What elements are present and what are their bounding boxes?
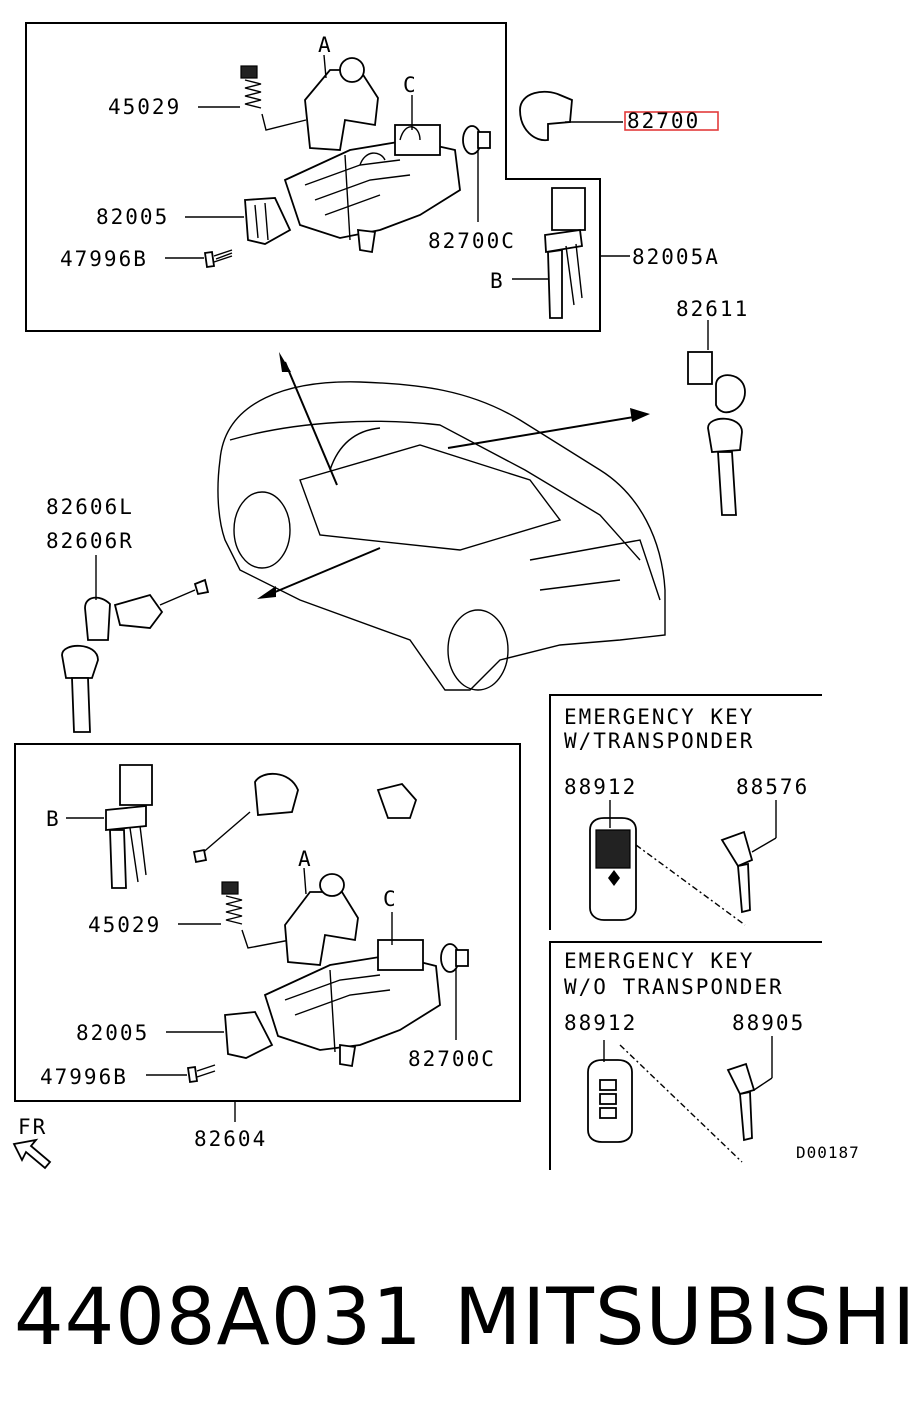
key-ring-82700c-top-icon (462, 125, 491, 222)
label-b-bottom: B (46, 807, 61, 831)
cylinder-82611-icon (687, 320, 746, 516)
label-82005-bottom: 82005 (76, 1021, 149, 1045)
label-88576: 88576 (736, 775, 809, 799)
label-47996b-bottom: 47996B (40, 1065, 128, 1089)
screw-47996b-top-icon (165, 249, 233, 269)
door-cylinder-82606-icon (61, 555, 210, 733)
screw-47996b-bottom-icon (146, 1064, 216, 1084)
key-cap-82700-icon (519, 90, 623, 142)
emergency-key-with-panel (549, 694, 822, 930)
diagram-code: D00187 (796, 1143, 860, 1162)
emergency-key-without-title-2: W/O TRANSPONDER (564, 975, 784, 999)
key-set-82005a-icon (512, 187, 630, 319)
label-82606l: 82606L (46, 495, 134, 519)
label-a-bottom: A (298, 847, 313, 871)
brand-name: MITSUBISHI (454, 1273, 909, 1363)
steering-lock-body-bottom-icon (263, 912, 441, 1068)
label-82005a: 82005A (632, 245, 720, 269)
highlight-box-82700 (624, 111, 719, 131)
door-cylinder-bottom-icon (192, 773, 299, 864)
pointer-arrows (257, 352, 650, 599)
vehicle-outline-icon (217, 381, 666, 691)
label-45029-bottom: 45029 (88, 913, 161, 937)
fob-88912-without-icon (587, 1040, 743, 1163)
lock-housing-a-bottom-icon (284, 867, 359, 966)
emergency-key-without-title-1: EMERGENCY KEY (564, 949, 754, 973)
ignition-switch-82005-bottom-icon (166, 1011, 274, 1059)
key-88905-icon (726, 1036, 773, 1142)
bottom-assembly-box (14, 743, 521, 1102)
small-switch-bottom-icon (376, 782, 418, 819)
lock-housing-a-top-icon (304, 54, 379, 151)
steering-lock-body-top-icon (283, 95, 461, 254)
label-88905: 88905 (732, 1011, 805, 1035)
label-88912-without: 88912 (564, 1011, 637, 1035)
label-82606r: 82606R (46, 529, 134, 553)
fob-88912-with-icon (589, 800, 746, 926)
ignition-switch-82005-top-icon (185, 197, 292, 245)
label-82700c-top: 82700C (428, 229, 516, 253)
top-assembly-box (25, 22, 601, 332)
emergency-key-with-title-2: W/TRANSPONDER (564, 729, 754, 753)
label-a-top: A (318, 33, 333, 57)
footer: 4408A031 MITSUBISHI (0, 1268, 909, 1368)
label-45029-top: 45029 (108, 95, 181, 119)
emergency-key-without-panel (549, 941, 822, 1170)
label-82005-top: 82005 (96, 205, 169, 229)
label-47996b-top: 47996B (60, 247, 148, 271)
front-arrow-icon (12, 1138, 52, 1170)
key-ring-82700c-bottom-icon (440, 943, 469, 1040)
label-82604: 82604 (194, 1127, 267, 1151)
emergency-key-with-title-1: EMERGENCY KEY (564, 705, 754, 729)
parts-diagram: 45029 A C 82005 47996B 82700C 82700 8200… (12, 22, 860, 1170)
label-fr: FR (18, 1115, 47, 1139)
label-88912-with: 88912 (564, 775, 637, 799)
label-c-top: C (403, 73, 418, 97)
label-82611: 82611 (676, 297, 749, 321)
key-set-b-bottom-icon (66, 764, 153, 889)
spring-45029-top-icon (198, 65, 307, 131)
part-number: 4408A031 (14, 1273, 423, 1363)
label-82700c-bottom: 82700C (408, 1047, 496, 1071)
spring-45029-bottom-icon (178, 881, 291, 949)
label-b-top: B (490, 269, 505, 293)
label-c-bottom: C (383, 887, 398, 911)
key-88576-icon (720, 800, 777, 914)
label-82700: 82700 (627, 109, 700, 133)
